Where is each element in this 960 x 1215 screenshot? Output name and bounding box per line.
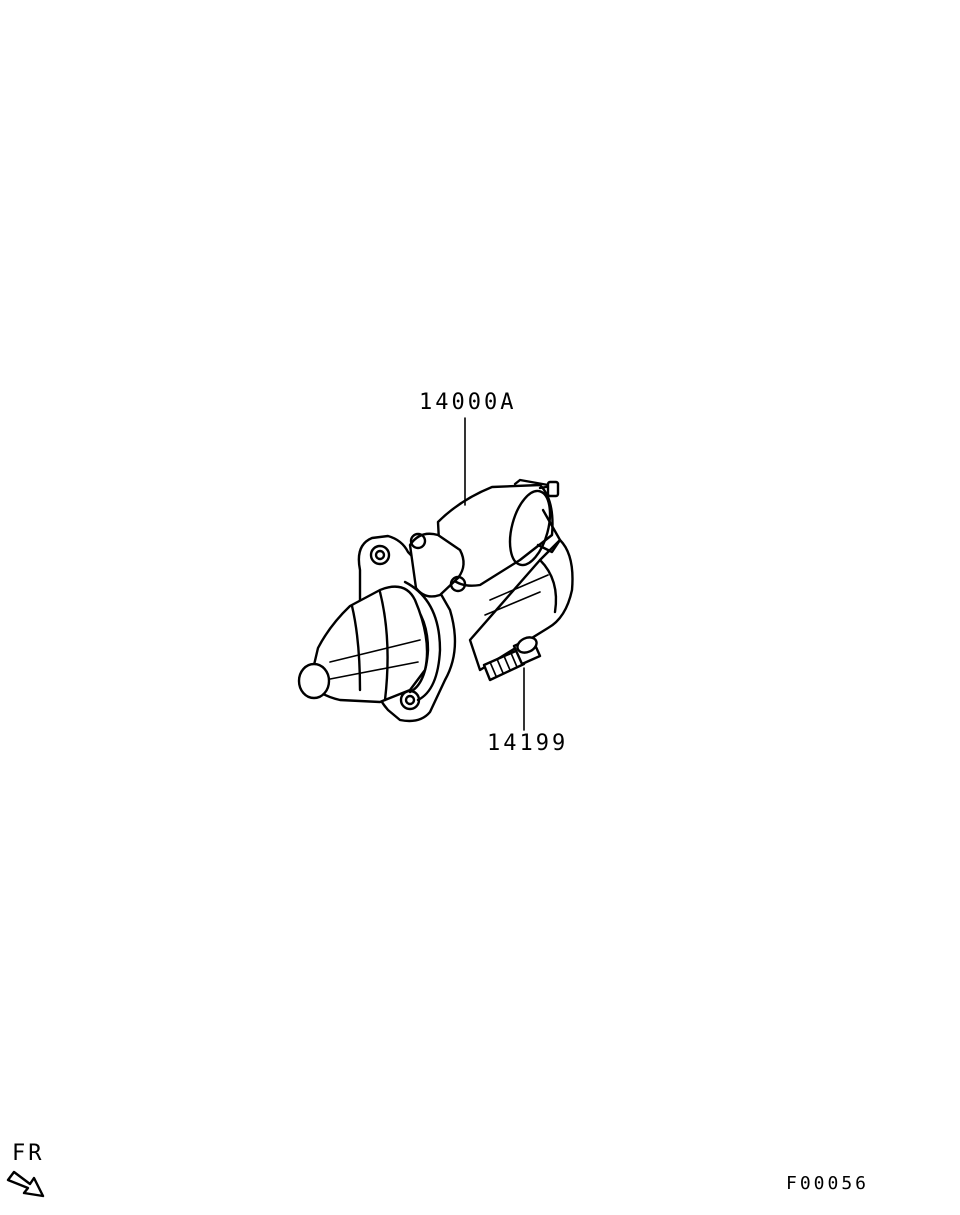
direction-label: FR — [12, 1141, 45, 1166]
part-label-bolt: 14199 — [487, 731, 569, 756]
starter-motor-illustration — [297, 478, 574, 723]
figure-code: F00056 — [786, 1173, 870, 1194]
bolt-illustration — [482, 636, 542, 682]
front-direction-arrow-icon — [6, 1170, 45, 1198]
part-label-starter: 14000A — [419, 390, 517, 415]
